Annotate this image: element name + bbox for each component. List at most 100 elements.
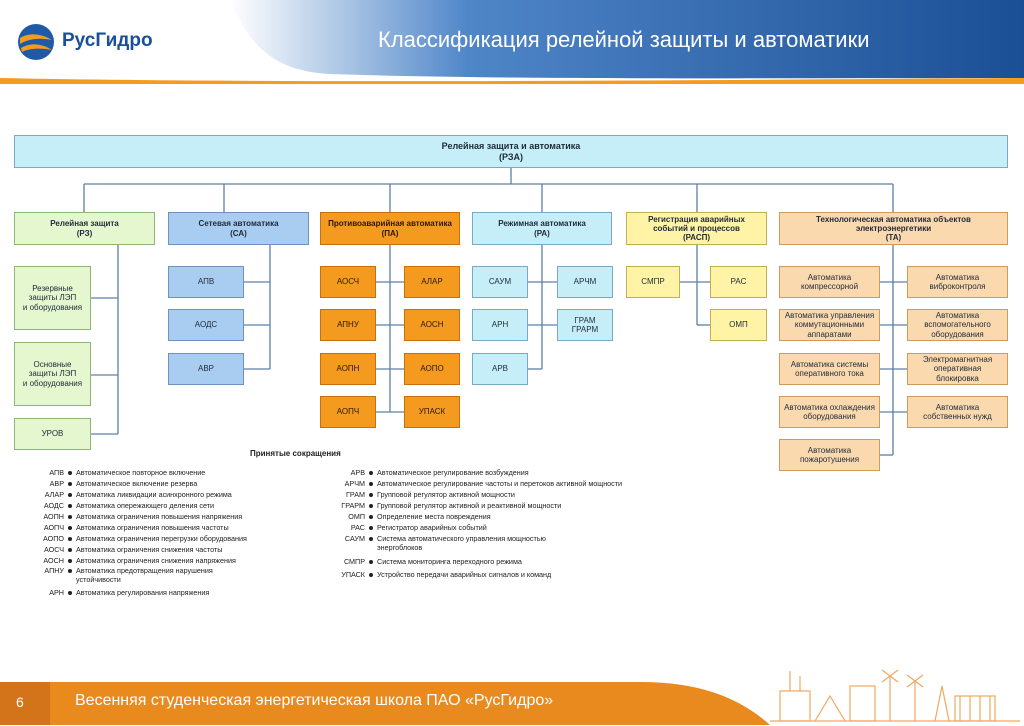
- slide-footer: [0, 669, 1024, 725]
- legend-text: Автоматика ограничения повышения напряже…: [76, 512, 243, 521]
- bullet-icon: [369, 482, 373, 487]
- legend-item: АЛАР Автоматика ликвидации асинхронного р…: [14, 489, 232, 500]
- legend-text: Регистратор аварийных событий: [377, 523, 487, 532]
- legend-text: Автоматика ограничения повышения частоты: [76, 523, 229, 532]
- bullet-icon: [68, 548, 72, 553]
- legend-item: РАС Регистратор аварийных событий: [325, 522, 487, 533]
- category-rz: Релейная защита (РЗ): [14, 212, 155, 245]
- bullet-icon: [68, 559, 72, 564]
- bullet-icon: [369, 493, 373, 498]
- node-arn: АРН: [472, 309, 528, 341]
- node-auxiliary-equipment-automation: Автоматика вспомогательного оборудования: [907, 309, 1008, 341]
- bullet-icon: [369, 515, 373, 520]
- legend-abbr: АПНУ: [44, 566, 64, 575]
- node-arv: АРВ: [472, 353, 528, 385]
- legend-item: АРЧМ Автоматическое регулирование частоты…: [325, 478, 622, 489]
- legend-abbr: АПВ: [49, 468, 64, 477]
- legend-text: Автоматика ограничения снижения частоты: [76, 545, 223, 554]
- legend-abbr: АЛАР: [44, 490, 64, 499]
- legend-text: Автоматика регулирования напряжения: [76, 588, 210, 597]
- node-cooling-automation: Автоматика охлаждения оборудования: [779, 396, 880, 428]
- node-apnu: АПНУ: [320, 309, 376, 341]
- legend-text: Система автоматического управления мощно…: [377, 534, 546, 552]
- node-fire-extinguishing-automation: Автоматика пожаротушения: [779, 439, 880, 471]
- legend-abbr: ГРАРМ: [341, 501, 365, 510]
- bullet-icon: [369, 471, 373, 476]
- node-saum: САУМ: [472, 266, 528, 298]
- category-pa: Противоаварийная автоматика (ПА): [320, 212, 460, 245]
- legend-abbr: РАС: [350, 523, 365, 532]
- node-apv: АПВ: [168, 266, 244, 298]
- bullet-icon: [369, 537, 373, 541]
- bullet-icon: [68, 537, 72, 542]
- legend-text: Автоматика ограничения снижения напряжен…: [76, 556, 236, 565]
- power-plant-skyline-icon: [770, 669, 1020, 722]
- legend-item: АПНУ Автоматика предотвращения нарушения …: [14, 566, 213, 586]
- node-compressor-automation: Автоматика компрессорной: [779, 266, 880, 298]
- bullet-icon: [68, 493, 72, 498]
- legend-abbr: АВР: [49, 479, 64, 488]
- node-smpr: СМПР: [626, 266, 680, 298]
- legend-item: АОДС Автоматика опережающего деления сети: [14, 500, 214, 511]
- legend-item: САУМ Система автоматического управления м…: [325, 534, 546, 554]
- bullet-icon: [68, 471, 72, 476]
- legend-abbr: АОПЧ: [43, 523, 64, 532]
- legend-item: ОМП Определение места повреждения: [325, 511, 491, 522]
- node-upask: УПАСК: [404, 396, 460, 428]
- legend-abbr: АОПО: [43, 534, 64, 543]
- legend-abbr: ОМП: [348, 512, 365, 521]
- legend-text: Автоматическое включение резерва: [76, 479, 198, 488]
- legend-item: АВР Автоматическое включение резерва: [14, 478, 198, 489]
- legend-text: Автоматика опережающего деления сети: [76, 501, 215, 510]
- legend-text: Автоматическое повторное включение: [76, 468, 206, 477]
- page-number: 6: [16, 694, 24, 710]
- legend-abbr: АОПН: [43, 512, 64, 521]
- legend-abbr: АРЧМ: [344, 479, 365, 488]
- legend-abbr: СМПР: [343, 557, 365, 566]
- header-background: [0, 0, 1024, 84]
- node-aods: АОДС: [168, 309, 244, 341]
- legend-abbr: ГРАМ: [346, 490, 365, 499]
- bullet-icon: [68, 591, 72, 596]
- legend-abbr: АРВ: [350, 468, 365, 477]
- category-ra: Режимная автоматика (РА): [472, 212, 612, 245]
- category-sa: Сетевая автоматика (СА): [168, 212, 309, 245]
- legend-text: Автоматика ликвидации асинхронного режим…: [76, 490, 232, 499]
- footer-text: Весенняя студенческая энергетическая шко…: [75, 692, 554, 709]
- category-rasp: Регистрация аварийных событий и процессо…: [626, 212, 767, 245]
- node-aopo: АОПО: [404, 353, 460, 385]
- root-node-rza: Релейная защита и автоматика (РЗА): [14, 135, 1008, 168]
- bullet-icon: [369, 573, 373, 578]
- node-electromagnetic-interlock: Электромагнитная оперативная блокировка: [907, 353, 1008, 385]
- category-ta: Технологическая автоматика объектов элек…: [779, 212, 1008, 245]
- rushydro-logo-icon: [18, 24, 54, 60]
- legend-abbr: АОСН: [43, 556, 64, 565]
- node-avr: АВР: [168, 353, 244, 385]
- legend-abbr: САУМ: [344, 534, 365, 543]
- bullet-icon: [68, 482, 72, 487]
- legend-abbr: АОДС: [43, 501, 64, 510]
- legend-text: Автоматическое регулирование частоты и п…: [377, 479, 623, 488]
- bullet-icon: [369, 526, 373, 531]
- node-omp: ОМП: [710, 309, 767, 341]
- bullet-icon: [68, 569, 72, 573]
- legend-abbr: УПАСК: [341, 570, 365, 579]
- bullet-icon: [68, 526, 72, 531]
- node-aosn: АОСН: [404, 309, 460, 341]
- legend-text: Устройство передачи аварийных сигналов и…: [377, 570, 552, 579]
- bullet-icon: [369, 560, 373, 565]
- node-vibration-automation: Автоматика виброконтроля: [907, 266, 1008, 298]
- legend-title: Принятые сокращения: [250, 449, 341, 458]
- node-gram-grarm: ГРАМ ГРАРМ: [557, 309, 613, 341]
- legend-text: Автоматика предотвращения нарушения усто…: [76, 566, 213, 584]
- legend-text: Определение места повреждения: [377, 512, 491, 521]
- node-aopch: АОПЧ: [320, 396, 376, 428]
- bullet-icon: [369, 504, 373, 509]
- legend-text: Автоматическое регулирование возбуждения: [377, 468, 529, 477]
